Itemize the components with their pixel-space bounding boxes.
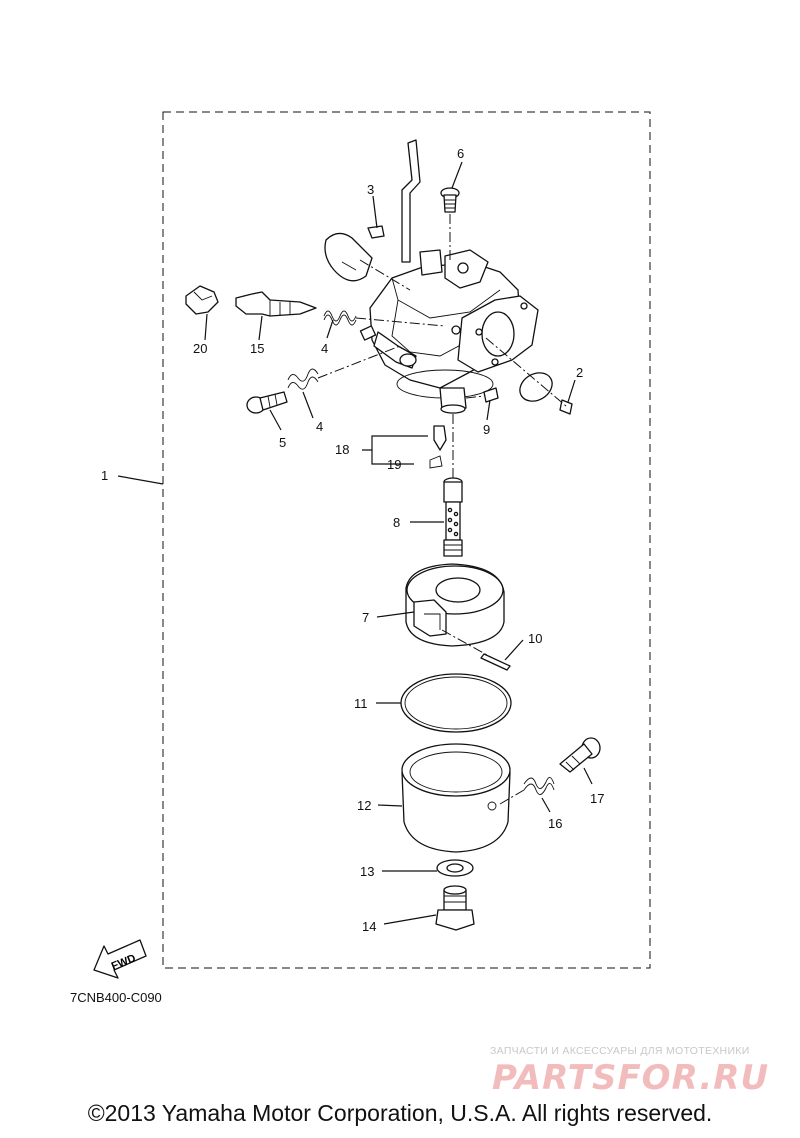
callout-18: 18 bbox=[335, 442, 349, 457]
spring-part-16 bbox=[499, 777, 555, 805]
choke-valve-part-2 bbox=[485, 337, 573, 415]
drain-bolt-part-14 bbox=[435, 885, 475, 931]
callout-20: 20 bbox=[193, 341, 207, 356]
fwd-arrow-icon: FWD bbox=[93, 939, 147, 979]
callout-labels: 1 2 3 4 4 5 6 7 8 9 10 11 12 13 14 15 16… bbox=[101, 146, 604, 934]
washer-part-13 bbox=[436, 859, 474, 877]
main-nozzle-part-8 bbox=[443, 477, 463, 557]
callout-9: 9 bbox=[483, 422, 490, 437]
throttle-valve-part-3 bbox=[324, 225, 411, 291]
callout-19: 19 bbox=[387, 457, 401, 472]
callout-13: 13 bbox=[360, 864, 374, 879]
screw-part-5 bbox=[246, 391, 288, 414]
spring-part-4-upper bbox=[323, 310, 446, 327]
callout-4-upper: 4 bbox=[321, 341, 328, 356]
float-part-7 bbox=[405, 563, 505, 661]
watermark-logo: PARTSFOR.RU bbox=[492, 1058, 770, 1098]
callout-1: 1 bbox=[101, 468, 108, 483]
callout-11: 11 bbox=[354, 696, 368, 711]
float-pin-part-10 bbox=[480, 653, 511, 671]
callout-5: 5 bbox=[279, 435, 286, 450]
screw-part-6 bbox=[440, 187, 460, 262]
callout-3: 3 bbox=[367, 182, 374, 197]
needle-valve-part-18 bbox=[429, 414, 454, 478]
pilot-screw-part-15 bbox=[235, 291, 317, 317]
copyright-notice: ©2013 Yamaha Motor Corporation, U.S.A. A… bbox=[87, 1100, 713, 1126]
spring-part-4-lower bbox=[287, 345, 401, 390]
cap-part-20 bbox=[185, 285, 219, 315]
callout-15: 15 bbox=[250, 341, 264, 356]
callout-16: 16 bbox=[548, 816, 562, 831]
callout-2: 2 bbox=[576, 365, 583, 380]
leader-lines bbox=[117, 161, 593, 925]
jet-part-9 bbox=[465, 387, 499, 403]
callout-8: 8 bbox=[393, 515, 400, 530]
carburetor-body bbox=[359, 139, 539, 414]
callout-6: 6 bbox=[457, 146, 464, 161]
callout-10: 10 bbox=[528, 631, 542, 646]
gasket-part-11 bbox=[400, 673, 512, 733]
screw-part-17 bbox=[559, 737, 601, 773]
callout-7: 7 bbox=[362, 610, 369, 625]
diagram-code: 7CNB400-C090 bbox=[70, 990, 162, 1005]
callout-14: 14 bbox=[362, 919, 376, 934]
callout-17: 17 bbox=[590, 791, 604, 806]
float-bowl-part-12 bbox=[401, 743, 511, 853]
callout-4-lower: 4 bbox=[316, 419, 323, 434]
callout-12: 12 bbox=[357, 798, 371, 813]
watermark-subtitle: ЗАПЧАСТИ И АКСЕССУАРЫ ДЛЯ МОТОТЕХНИКИ bbox=[490, 1045, 750, 1057]
assembly-boundary bbox=[162, 111, 651, 969]
